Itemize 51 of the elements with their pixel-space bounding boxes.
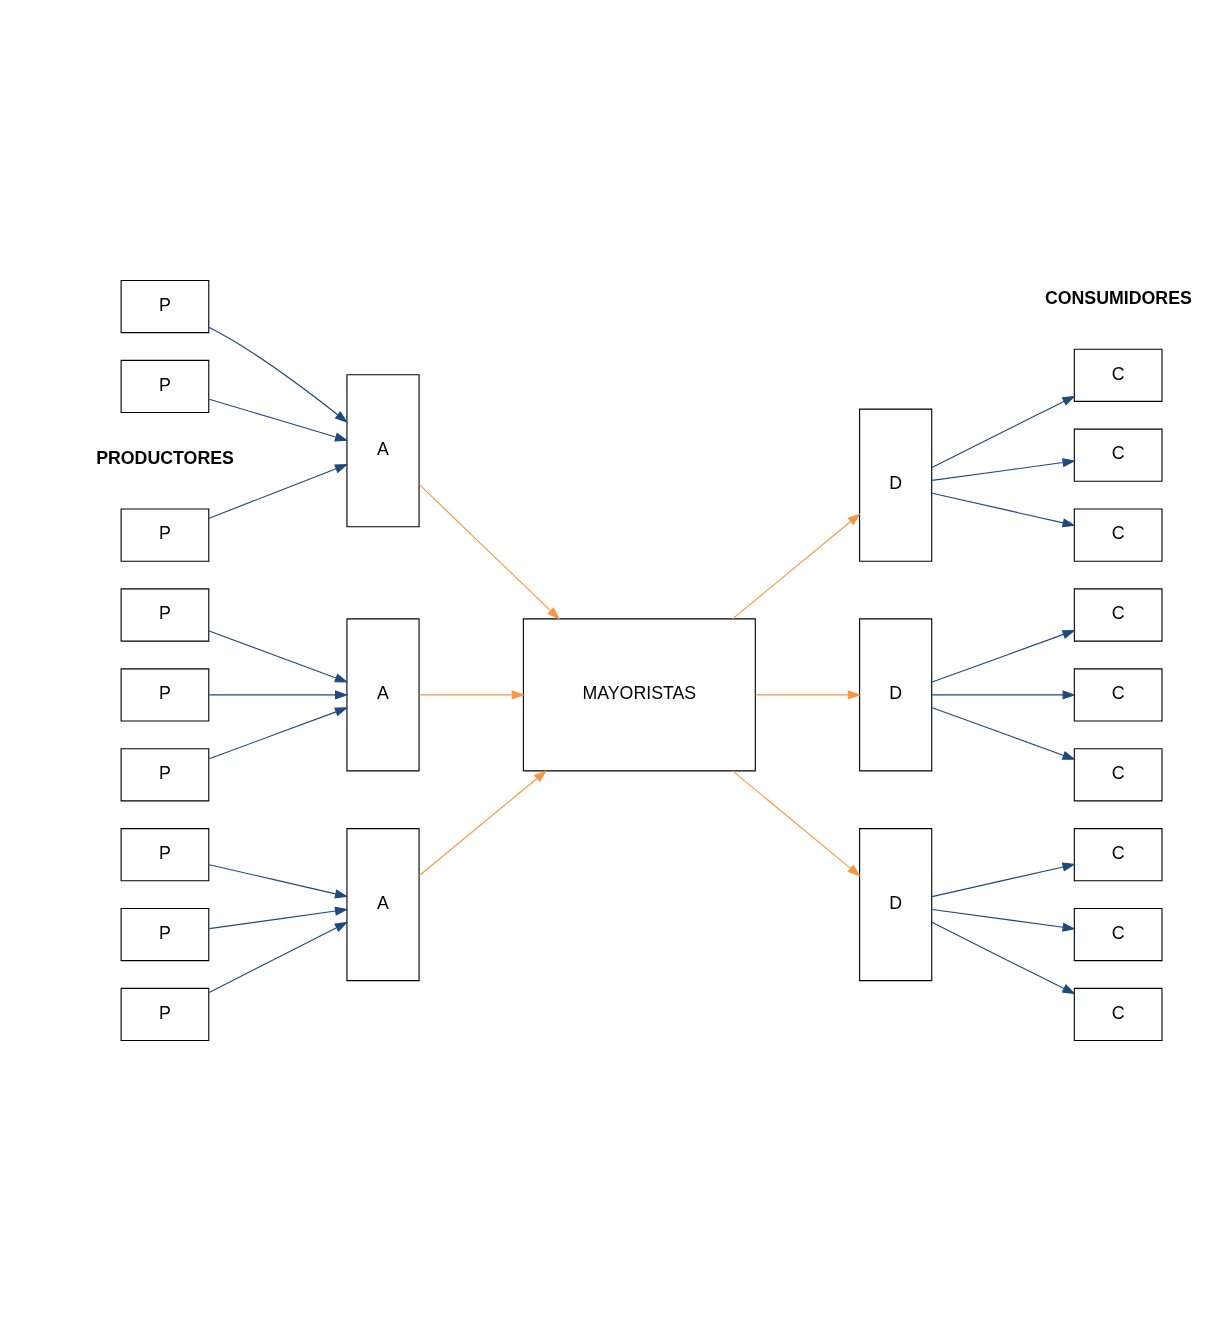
arrow (732, 769, 861, 877)
node-box: D (859, 827, 933, 981)
arrow (208, 463, 349, 519)
arrow (931, 689, 1076, 700)
node-box: P (120, 827, 210, 881)
arrow (208, 689, 349, 700)
arrow (931, 921, 1076, 994)
node-box: D (859, 617, 933, 771)
arrow (931, 706, 1076, 760)
arrow (931, 861, 1076, 897)
node-box: D (859, 408, 933, 562)
node-box: C (1073, 587, 1163, 642)
label: PRODUCTORES (96, 447, 234, 468)
node-box: C (1073, 428, 1163, 482)
node-box: C (1073, 667, 1163, 722)
node-box: A (346, 373, 420, 527)
arrow (931, 492, 1076, 527)
arrow (208, 326, 348, 423)
arrow (208, 921, 349, 993)
node-box: C (1073, 907, 1163, 961)
arrow (931, 629, 1076, 683)
node-box: MAYORISTAS (522, 617, 756, 771)
arrow (208, 398, 349, 441)
node-box: C (1073, 987, 1163, 1041)
arrow (208, 906, 349, 929)
node-box: P (120, 507, 210, 562)
node-box: P (120, 667, 210, 722)
node-box: P (120, 359, 210, 413)
arrow (931, 908, 1076, 932)
node-box: P (120, 279, 210, 333)
arrow (732, 512, 861, 619)
node-box: P (120, 747, 210, 801)
arrow (931, 457, 1076, 481)
label: CONSUMIDORES (1044, 287, 1192, 308)
arrow (208, 863, 349, 898)
node-box: A (346, 827, 420, 981)
node-box: C (1073, 747, 1163, 801)
node-box: P (120, 587, 210, 642)
arrow (208, 706, 349, 759)
node-box: A (346, 617, 420, 771)
arrow (418, 689, 525, 700)
node-box: P (120, 987, 210, 1041)
node-box: C (1073, 827, 1163, 881)
node-box: P (120, 907, 210, 961)
arrow (931, 395, 1076, 468)
node-box: C (1073, 348, 1163, 402)
arrow (418, 769, 548, 876)
arrow (755, 689, 862, 700)
node-box: C (1073, 507, 1163, 562)
arrow (208, 629, 349, 682)
arrow (418, 483, 560, 620)
